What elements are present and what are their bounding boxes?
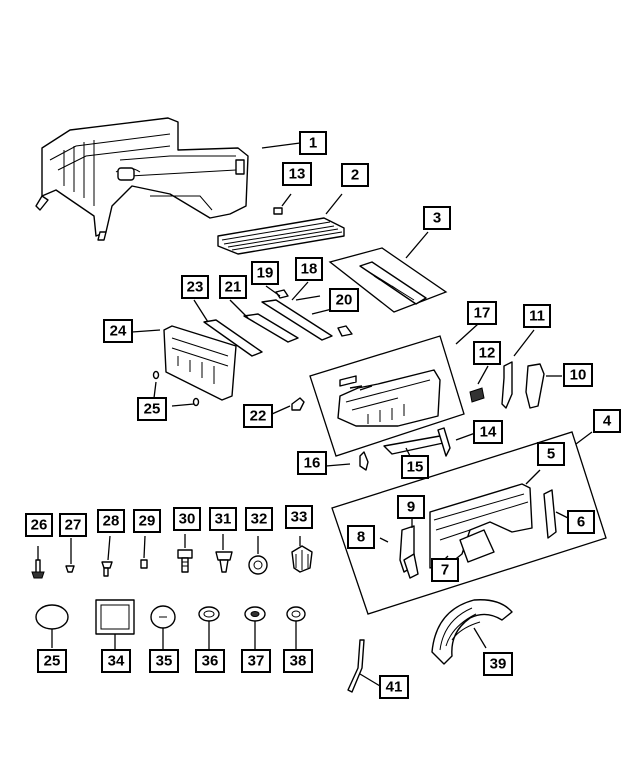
callout-label: 14 <box>480 424 497 441</box>
callout-label: 18 <box>301 261 318 278</box>
callout-label: 23 <box>187 279 204 296</box>
callout-label: 4 <box>603 413 612 430</box>
callout-label: 34 <box>108 653 125 670</box>
callout-label: 17 <box>474 305 491 322</box>
callout-4: 4 <box>593 409 621 433</box>
callout-label: 22 <box>250 408 267 425</box>
callout-label: 12 <box>479 345 496 362</box>
callout-20: 20 <box>329 288 359 312</box>
callout-label: 1 <box>309 135 317 152</box>
callout-33: 33 <box>285 505 313 529</box>
plugs-row <box>35 599 306 635</box>
callout-36: 36 <box>195 649 225 673</box>
callout-label: 19 <box>257 265 274 282</box>
callout-3: 3 <box>423 206 451 230</box>
callout-label: 16 <box>304 455 321 472</box>
callout-31: 31 <box>209 507 237 531</box>
callout-label: 3 <box>433 210 441 227</box>
callout-7: 7 <box>431 558 459 582</box>
callout-28: 28 <box>97 509 125 533</box>
callout-label: 35 <box>156 653 173 670</box>
callout-label: 33 <box>291 509 308 526</box>
callout-13: 13 <box>282 162 312 186</box>
callout-label: 7 <box>441 562 449 579</box>
callout-26: 26 <box>25 513 53 537</box>
callout-label: 21 <box>225 279 242 296</box>
callout-label: 32 <box>251 511 268 528</box>
callout-9: 9 <box>397 495 425 519</box>
callout-label: 30 <box>179 511 196 528</box>
bed-crossmembers <box>203 289 353 357</box>
callout-label: 25 <box>44 653 61 670</box>
callout-41: 41 <box>379 675 409 699</box>
callout-label: 41 <box>386 679 403 696</box>
callout-label: 2 <box>351 167 359 184</box>
tailgate <box>152 325 237 407</box>
callout-34: 34 <box>101 649 131 673</box>
callout-label: 37 <box>248 653 265 670</box>
callout-11: 11 <box>523 304 551 328</box>
callout-24: 24 <box>103 319 133 343</box>
callout-29: 29 <box>133 509 161 533</box>
callout-label: 36 <box>202 653 219 670</box>
callout-16: 16 <box>297 451 327 475</box>
weatherstrip <box>347 639 365 693</box>
callout-5: 5 <box>537 442 565 466</box>
callout-27: 27 <box>59 513 87 537</box>
fasteners-row <box>31 545 313 579</box>
wheelhouse-liner <box>431 599 513 665</box>
callout-label: 8 <box>357 529 365 546</box>
callout-35: 35 <box>149 649 179 673</box>
callout-label: 31 <box>215 511 232 528</box>
group-box-4 <box>331 431 607 615</box>
callout-22: 22 <box>243 404 273 428</box>
callout-12: 12 <box>473 341 501 365</box>
callout-label: 26 <box>31 517 48 534</box>
callout-2: 2 <box>341 163 369 187</box>
truck-bed-assembly <box>35 117 249 241</box>
callout-label: 27 <box>65 517 82 534</box>
callout-10: 10 <box>563 363 593 387</box>
callout-19: 19 <box>251 261 279 285</box>
callout-label: 5 <box>547 446 555 463</box>
leader-lines <box>37 142 593 687</box>
callout-label: 39 <box>490 656 507 673</box>
callout-label: 25 <box>144 401 161 418</box>
group-box-3 <box>328 247 448 313</box>
callout-label: 9 <box>407 499 415 516</box>
callout-15: 15 <box>401 455 429 479</box>
callout-label: 24 <box>110 323 127 340</box>
callout-label: 11 <box>529 308 545 325</box>
callout-14: 14 <box>473 420 503 444</box>
group-box-17 <box>309 335 465 457</box>
callout-label: 6 <box>577 514 585 531</box>
callout-38: 38 <box>283 649 313 673</box>
cargo-tie-down <box>273 207 283 215</box>
callout-25-top: 25 <box>137 397 167 421</box>
callout-21: 21 <box>219 275 247 299</box>
callout-6: 6 <box>567 510 595 534</box>
callout-25-bottom: 25 <box>37 649 67 673</box>
callout-18: 18 <box>295 257 323 281</box>
callout-32: 32 <box>245 507 273 531</box>
callout-label: 15 <box>407 459 424 476</box>
callout-label: 20 <box>336 292 353 309</box>
callout-1: 1 <box>299 131 327 155</box>
callout-17: 17 <box>467 301 497 325</box>
tailgate-hinge <box>291 397 305 411</box>
callout-label: 10 <box>570 367 587 384</box>
callout-23: 23 <box>181 275 209 299</box>
callout-30: 30 <box>173 507 201 531</box>
callout-label: 29 <box>139 513 156 530</box>
callout-37: 37 <box>241 649 271 673</box>
callout-label: 13 <box>289 166 306 183</box>
bed-floor-panel <box>217 217 345 255</box>
small-brackets <box>359 361 545 471</box>
callout-39: 39 <box>483 652 513 676</box>
callout-label: 28 <box>103 513 120 530</box>
callout-label: 38 <box>290 653 307 670</box>
callout-8: 8 <box>347 525 375 549</box>
